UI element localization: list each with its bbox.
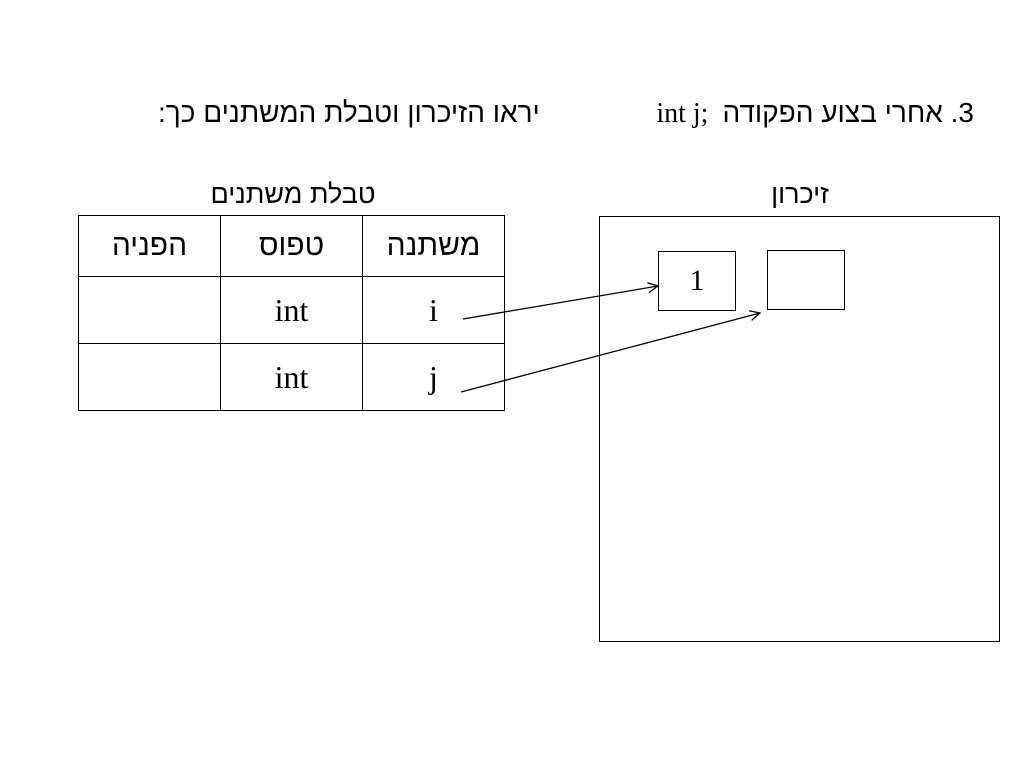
- table-row: j int: [78, 343, 505, 411]
- cell-variable-ref: [78, 343, 221, 411]
- memory-cell-j: [767, 250, 845, 310]
- cell-variable-name: i: [362, 276, 505, 344]
- cell-variable-type: int: [220, 276, 363, 344]
- cell-variable-name: j: [362, 343, 505, 411]
- cell-variable-type: int: [220, 343, 363, 411]
- heading-text-after: יראו הזיכרון וטבלת המשתנים כך:: [158, 97, 540, 128]
- header-type: טפוס: [220, 215, 363, 277]
- memory-box: [599, 216, 1000, 642]
- header-reference: הפניה: [78, 215, 221, 277]
- heading-continuation: יראו הזיכרון וטבלת המשתנים כך:: [158, 93, 540, 133]
- heading-text-before: 3. אחרי בצוע הפקודה: [722, 97, 974, 128]
- arrow-i-to-cell: [462, 286, 658, 320]
- heading: int j; 3. אחרי בצוע הפקודה: [114, 93, 974, 134]
- variable-table-caption: טבלת משתנים: [210, 179, 376, 209]
- arrow-j-to-cell: [460, 313, 760, 393]
- table-header-row: משתנה טפוס הפניה: [78, 215, 505, 277]
- cell-variable-ref: [78, 276, 221, 344]
- table-row: i int: [78, 276, 505, 344]
- heading-code: int j;: [656, 98, 709, 129]
- variable-table: משתנה טפוס הפניה i int j int: [78, 215, 505, 411]
- memory-cell-i: 1: [658, 251, 736, 311]
- memory-caption: זיכרון: [771, 179, 829, 209]
